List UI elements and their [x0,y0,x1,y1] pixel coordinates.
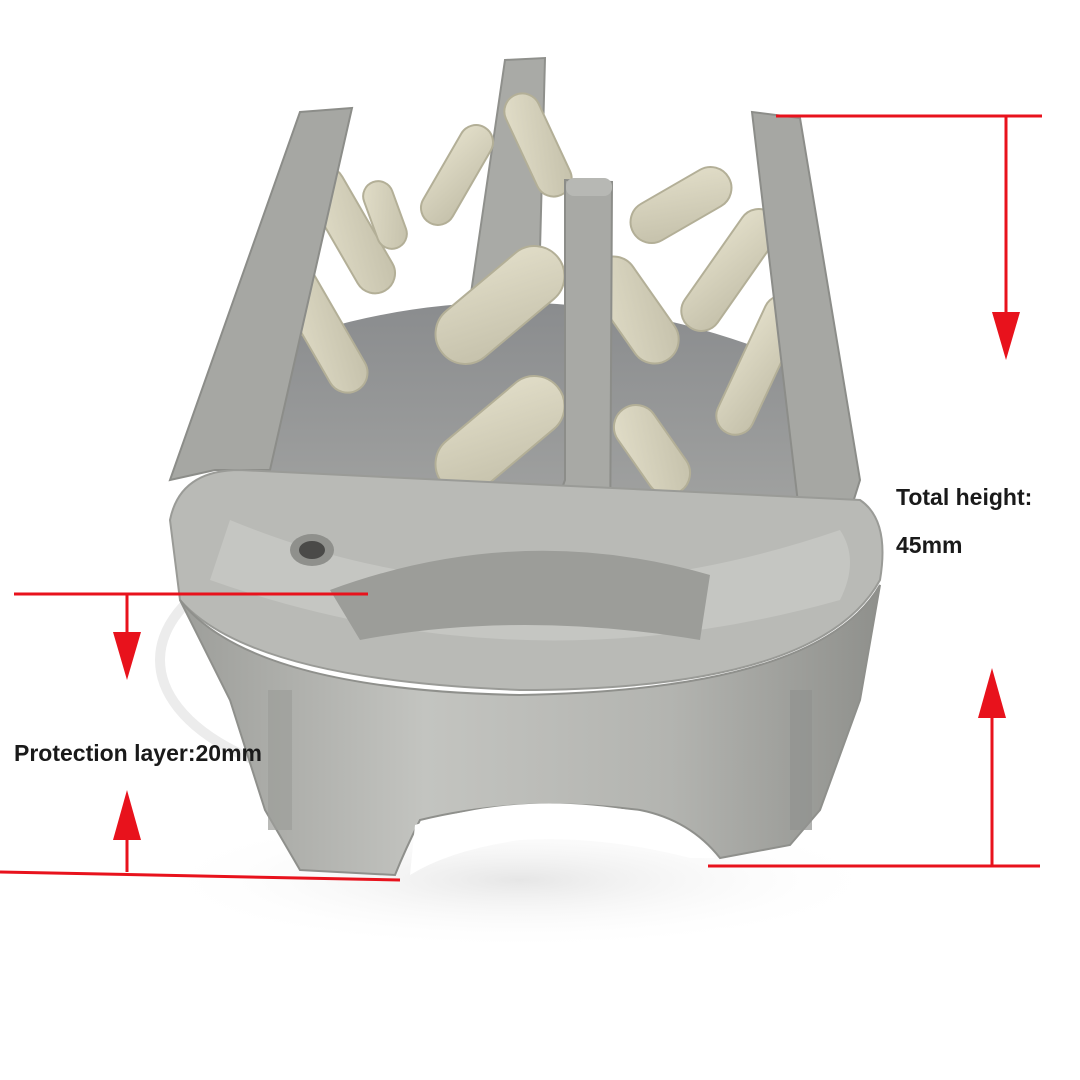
front-post-cap [566,178,612,196]
total-height-arrow-down [992,312,1020,360]
total-height-value: 45mm [896,532,963,558]
hole-inner [299,541,325,559]
base-rib-left [268,690,292,830]
base-rib-right [790,690,812,830]
base-cutout [410,803,715,875]
spacer-base [179,584,881,877]
protection-layer-dimension [0,592,401,882]
total-height-dimension [708,114,1042,868]
protection-layer-label: Protection layer:20mm [14,740,262,766]
protection-arrow-up [113,790,141,840]
ring-inner-opening [330,550,710,640]
total-height-label: Total height: [896,484,1033,510]
total-height-arrow-up [978,668,1006,718]
protection-arrow-down [113,632,141,680]
